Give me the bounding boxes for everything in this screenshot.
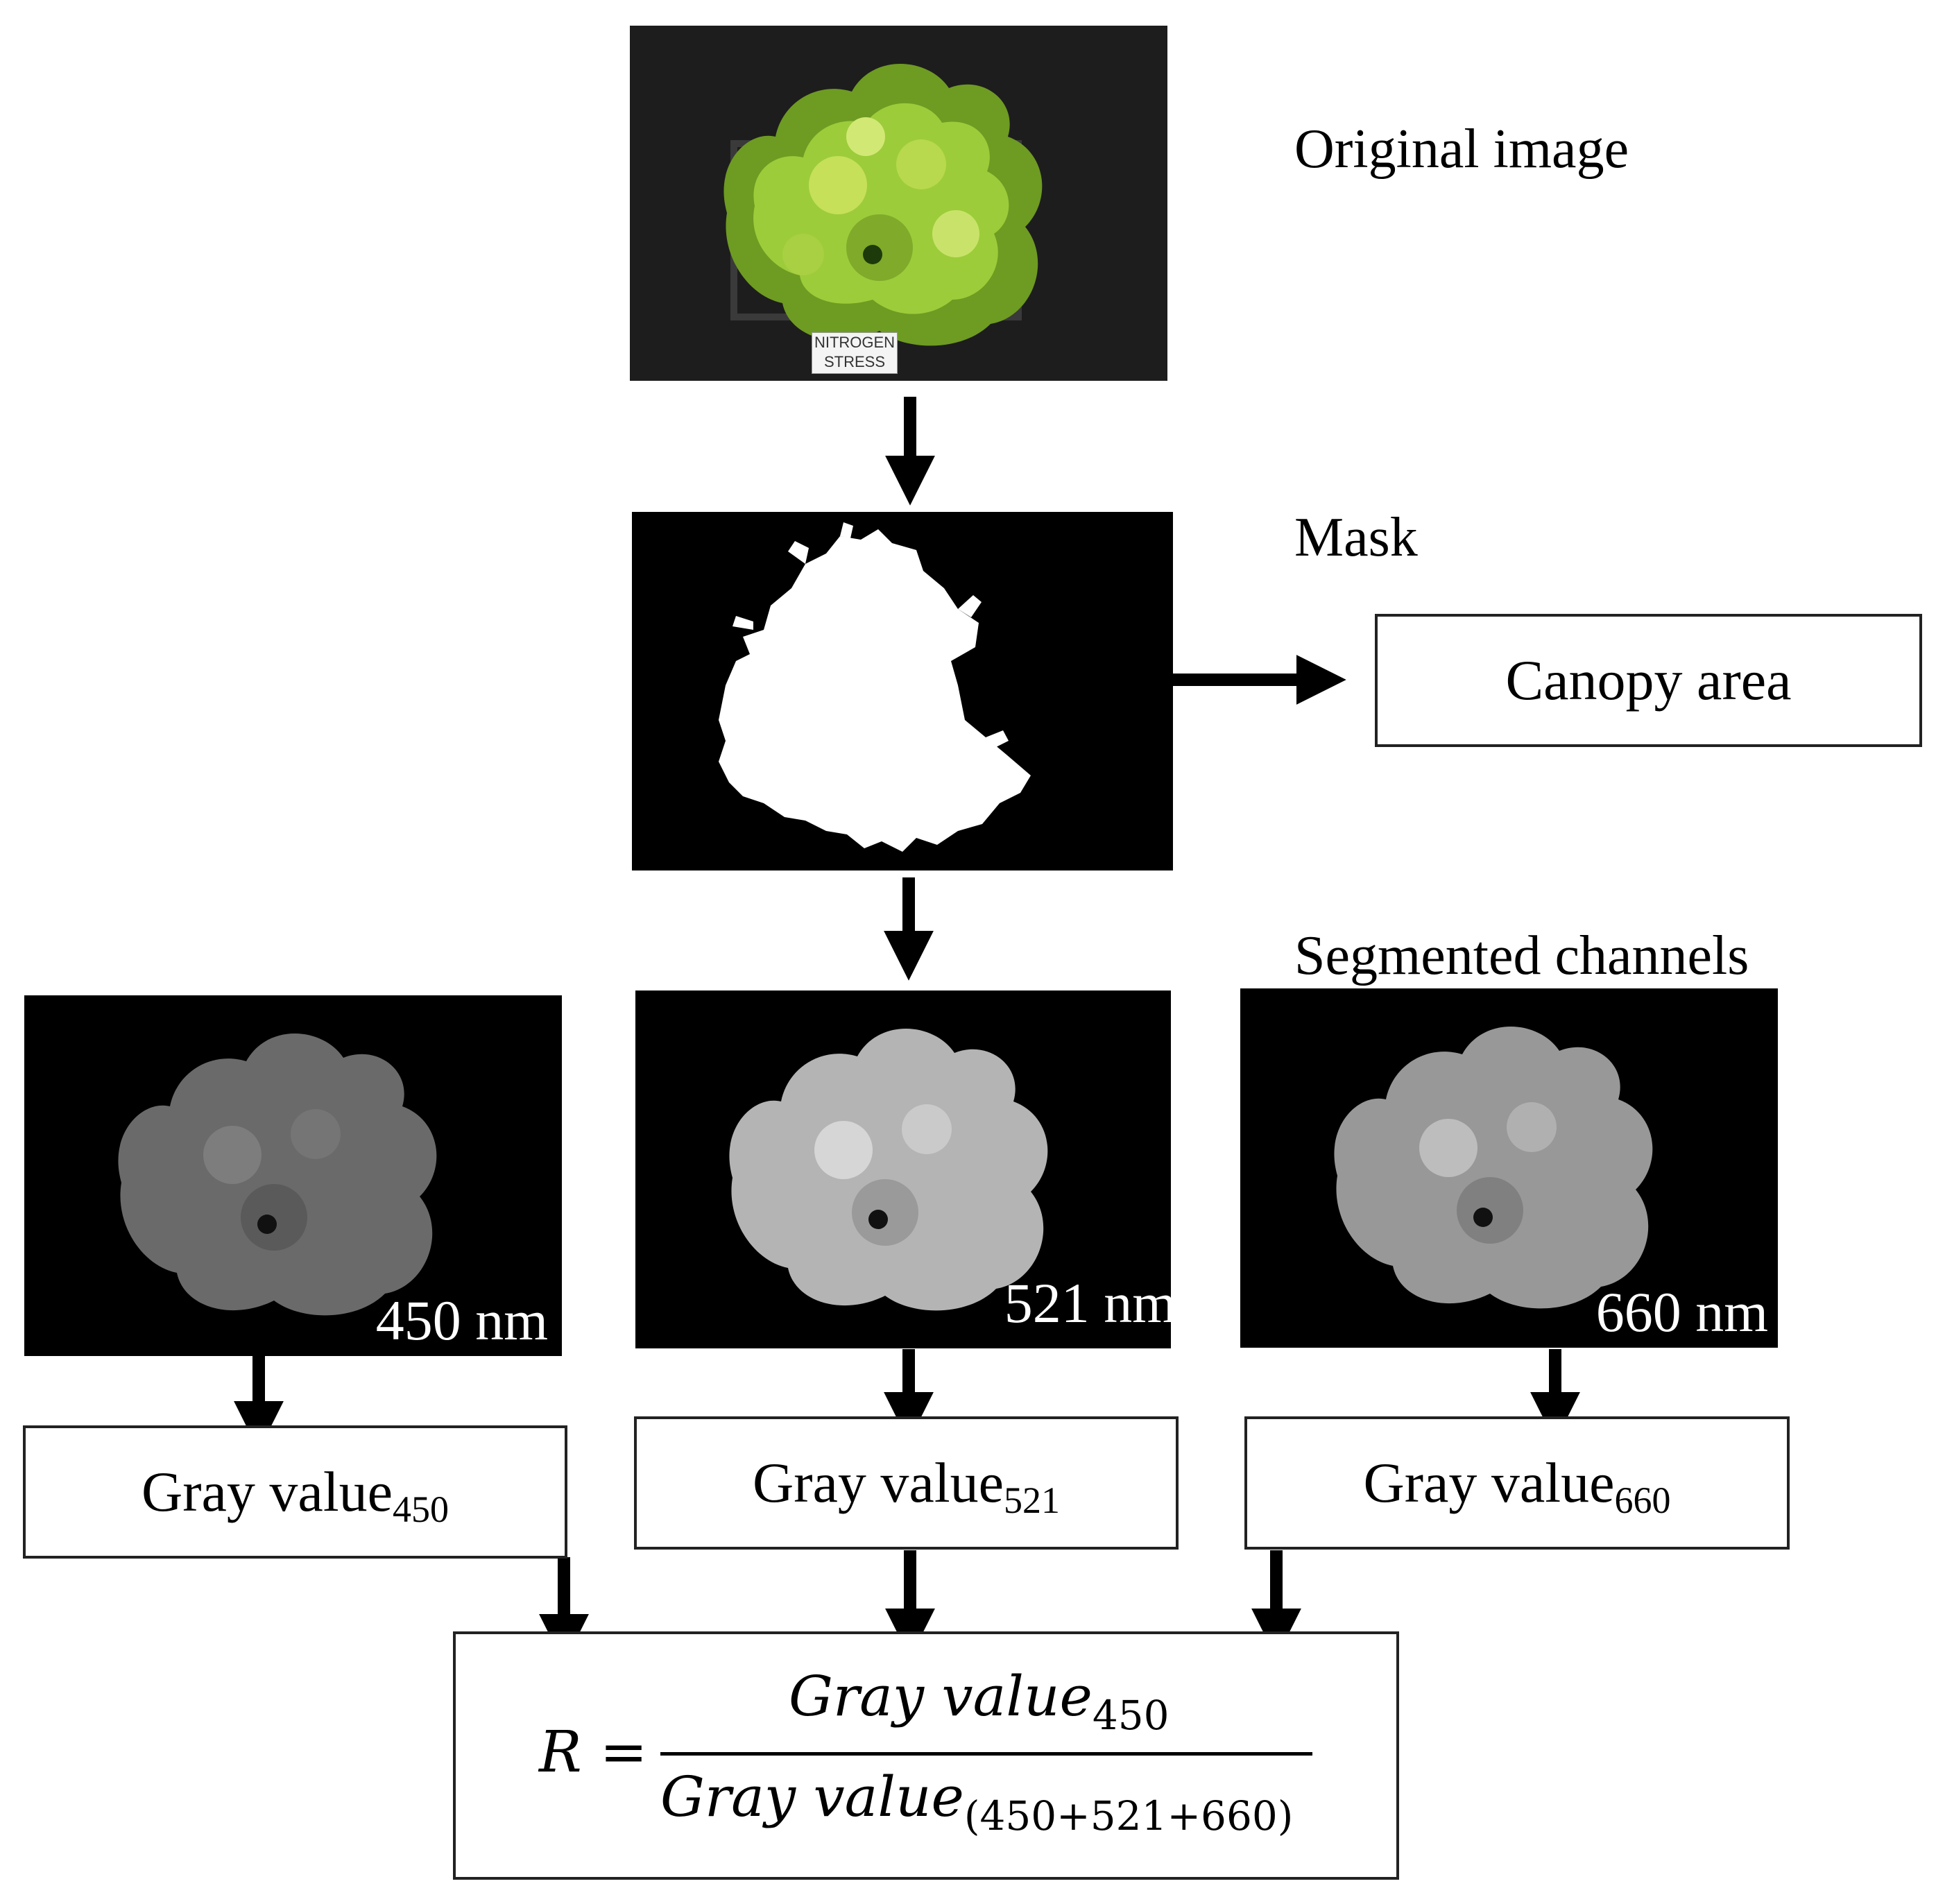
formula-box: R = Gray value450 Gray value(450+521+660… bbox=[453, 1631, 1399, 1880]
formula-denominator: Gray value(450+521+660) bbox=[660, 1769, 1293, 1837]
tag-line-1: NITROGEN bbox=[814, 334, 896, 351]
formula-den-sub: (450+521+660) bbox=[963, 1792, 1294, 1839]
gray-value-521-text: Gray value521 bbox=[753, 1455, 1060, 1520]
gray-value-450-box: Gray value450 bbox=[23, 1425, 567, 1559]
formula-den-text: Gray value bbox=[660, 1765, 964, 1829]
formula-lhs: R = bbox=[539, 1719, 648, 1785]
canopy-gray-450 bbox=[24, 995, 562, 1356]
canopy-area-text: Canopy area bbox=[1505, 649, 1792, 712]
tag-line-2: STRESS bbox=[823, 352, 886, 370]
formula-fraction-bar bbox=[660, 1752, 1312, 1756]
formula-num-sub: 450 bbox=[1092, 1692, 1170, 1739]
gray-value-660-box: Gray value660 bbox=[1244, 1416, 1790, 1550]
channel-521-image: 521 nm bbox=[635, 990, 1171, 1348]
channel-450-image: 450 nm bbox=[24, 995, 562, 1356]
gray-value-450-sub: 450 bbox=[393, 1489, 449, 1530]
channel-660-image: 660 nm bbox=[1240, 988, 1778, 1348]
gray-value-450-prefix: Gray value bbox=[142, 1460, 393, 1523]
canopy-gray-521 bbox=[635, 990, 1171, 1348]
canopy-area-box: Canopy area bbox=[1375, 614, 1922, 747]
mask-shape bbox=[632, 512, 1173, 870]
gray-value-521-box: Gray value521 bbox=[634, 1416, 1179, 1550]
gray-value-660-prefix: Gray value bbox=[1363, 1451, 1615, 1514]
original-image: NITROGEN STRESS bbox=[630, 26, 1167, 381]
nitrogen-stress-tag: NITROGEN STRESS bbox=[812, 332, 898, 374]
formula-num-text: Gray value bbox=[789, 1664, 1093, 1729]
channel-521-label: 521 nm bbox=[1004, 1271, 1171, 1335]
label-segmented-channels: Segmented channels bbox=[1294, 925, 1749, 986]
gray-value-660-sub: 660 bbox=[1614, 1480, 1671, 1521]
label-mask: Mask bbox=[1294, 507, 1418, 568]
mask-image bbox=[632, 512, 1173, 870]
channel-450-label: 450 nm bbox=[375, 1289, 548, 1352]
canopy-gray-660 bbox=[1240, 988, 1778, 1348]
gray-value-450-text: Gray value450 bbox=[142, 1464, 449, 1529]
label-original-image: Original image bbox=[1294, 119, 1629, 180]
formula-numerator: Gray value450 bbox=[789, 1669, 1170, 1736]
gray-value-521-sub: 521 bbox=[1004, 1480, 1060, 1521]
gray-value-660-text: Gray value660 bbox=[1364, 1455, 1671, 1520]
channel-660-label: 660 nm bbox=[1595, 1280, 1768, 1344]
gray-value-521-prefix: Gray value bbox=[753, 1451, 1004, 1514]
plant-photo bbox=[630, 26, 1167, 381]
